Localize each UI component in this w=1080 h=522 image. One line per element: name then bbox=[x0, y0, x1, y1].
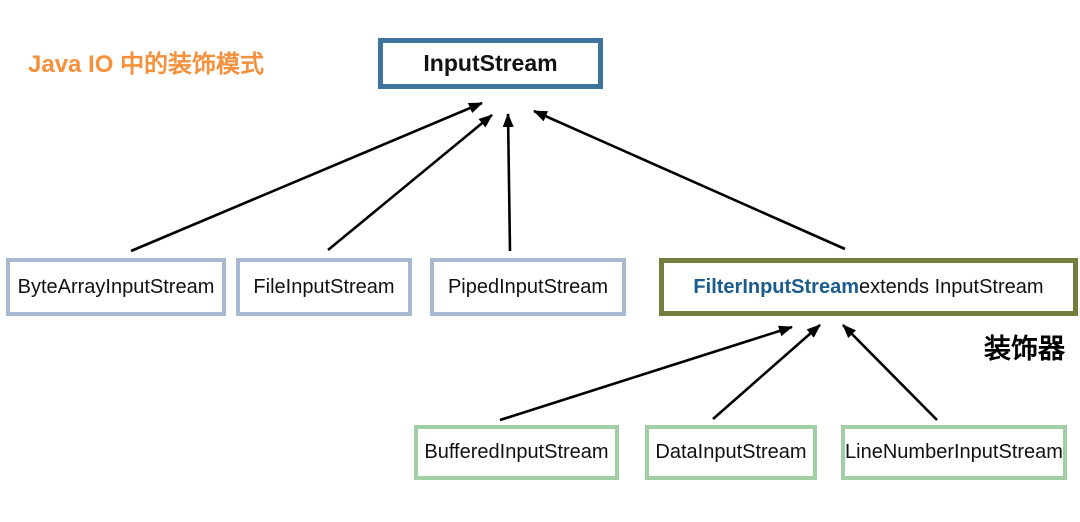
class-label-fileinputstream: FileInputStream bbox=[253, 275, 395, 298]
class-box-linenumberinputstream: LineNumberInputStream bbox=[841, 425, 1067, 480]
class-label-bufferedinputstream: BufferedInputStream bbox=[424, 441, 609, 463]
class-label-pipedinputstream: PipedInputStream bbox=[447, 275, 609, 298]
class-label-filterinputstream: FilterInputStream bbox=[693, 275, 859, 298]
decorator-annotation: 装饰器 bbox=[984, 334, 1065, 364]
class-box-filterinputstream: FilterInputStream extends InputStream bbox=[659, 258, 1078, 316]
filterinputstream-extends-text: extends InputStream bbox=[859, 275, 1044, 298]
class-box-inputstream: InputStream bbox=[378, 38, 603, 89]
extends-arrow-PipedInputStream-to-InputStream bbox=[502, 113, 514, 252]
class-box-bytearrayinputstream: ByteArrayInputStream bbox=[6, 258, 226, 316]
extends-arrow-ByteArrayInputStream-to-InputStream bbox=[130, 101, 483, 253]
class-box-fileinputstream: FileInputStream bbox=[236, 258, 412, 316]
diagram-title: Java IO 中的装饰模式 bbox=[28, 51, 265, 78]
extends-arrow-FilterInputStream-to-InputStream bbox=[533, 109, 846, 251]
class-box-datainputstream: DataInputStream bbox=[645, 425, 817, 480]
class-label-datainputstream: DataInputStream bbox=[655, 441, 807, 463]
class-label-linenumberinputstream: LineNumberInputStream bbox=[845, 441, 1063, 463]
class-box-pipedinputstream: PipedInputStream bbox=[430, 258, 626, 316]
extends-arrow-DataInputStream-to-FilterInputStream bbox=[712, 324, 821, 420]
class-box-bufferedinputstream: BufferedInputStream bbox=[414, 425, 619, 480]
extends-arrow-FileInputStream-to-InputStream bbox=[327, 113, 493, 252]
class-label-bytearrayinputstream: ByteArrayInputStream bbox=[17, 275, 215, 298]
class-label-inputstream: InputStream bbox=[423, 50, 558, 76]
extends-arrow-BufferedInputStream-to-FilterInputStream bbox=[499, 325, 793, 422]
extends-arrow-LineNumberInputStream-to-FilterInputStream bbox=[842, 324, 938, 421]
